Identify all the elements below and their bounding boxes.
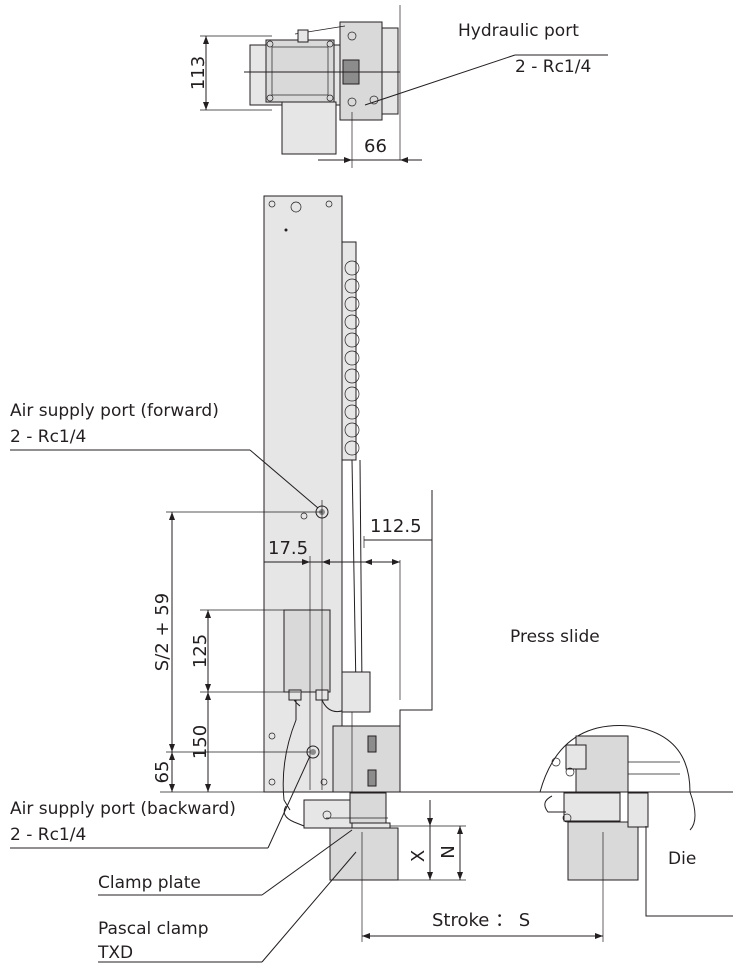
- pascal-clamp-model: TXD: [97, 943, 133, 963]
- dim-65: 65: [152, 761, 173, 784]
- dim-125: 125: [190, 634, 211, 668]
- dim-113: 113: [188, 56, 209, 90]
- chain: [341, 241, 363, 691]
- press-slide-outline: [399, 490, 433, 792]
- pascal-clamp-label: Pascal clamp: [98, 919, 209, 939]
- clamp-assembly-left: [283, 792, 399, 881]
- side-view: [263, 195, 401, 811]
- dim-66: 66: [364, 136, 387, 157]
- top-view: 113 66 Hydraulic port 2 - Rc1/4: [188, 5, 608, 168]
- dim-112-5: 112.5: [370, 516, 422, 537]
- air-backward-label: Air supply port (backward): [10, 799, 236, 819]
- hydraulic-port-label: Hydraulic port: [458, 21, 579, 41]
- dim-x: X: [408, 850, 429, 862]
- hydraulic-port-spec: 2 - Rc1/4: [515, 57, 591, 77]
- die-label: Die: [668, 849, 696, 869]
- air-forward-spec: 2 - Rc1/4: [10, 427, 86, 447]
- clamp-assembly-right: Die: [539, 725, 733, 917]
- dim-s: S/2 + 59: [152, 593, 173, 671]
- press-slide-label: Press slide: [510, 627, 600, 647]
- air-backward-spec: 2 - Rc1/4: [10, 825, 86, 845]
- clamp-plate-label: Clamp plate: [98, 873, 201, 893]
- dim-n: N: [438, 845, 459, 858]
- dim-17-5: 17.5: [268, 538, 308, 559]
- air-forward-label: Air supply port (forward): [10, 401, 219, 421]
- stroke-label: Stroke ： S: [432, 910, 530, 931]
- die-outline: [645, 826, 733, 917]
- dim-150: 150: [190, 725, 211, 759]
